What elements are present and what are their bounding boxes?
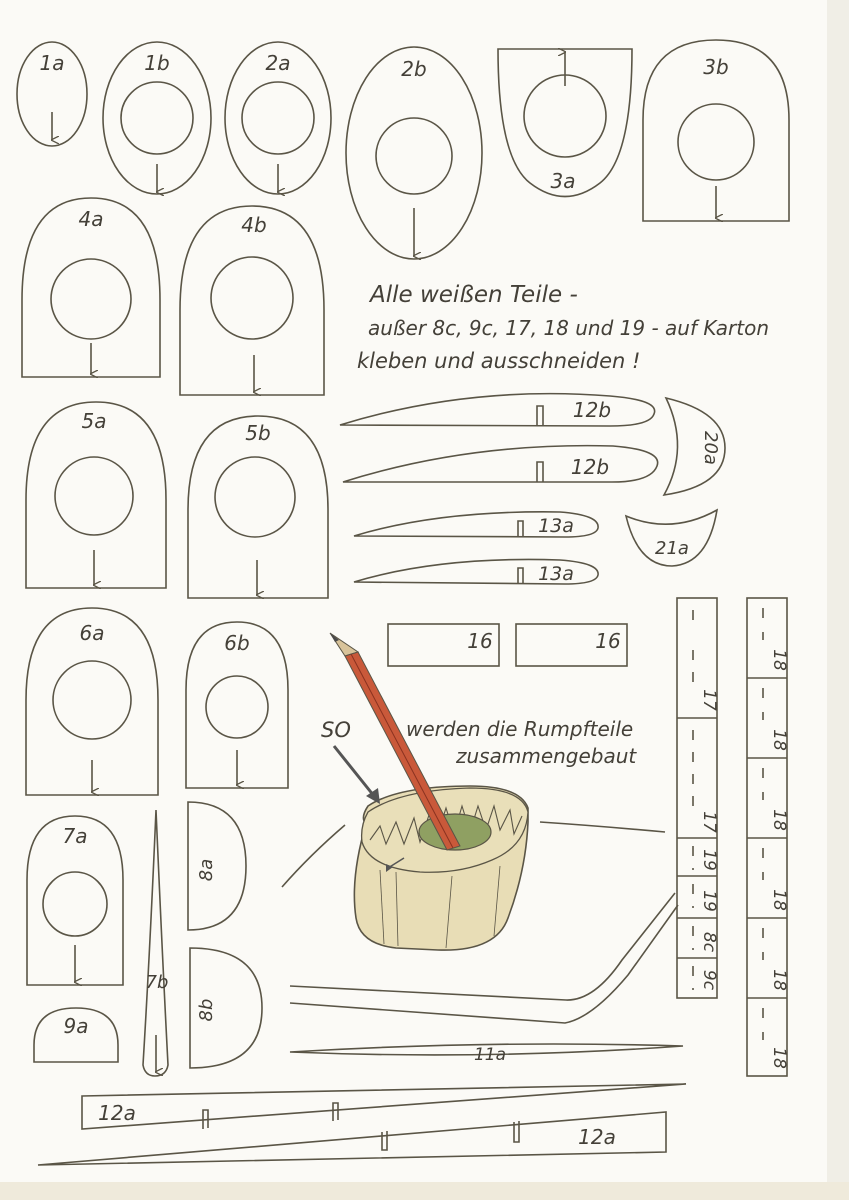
label-12b-top: 12b [573,398,611,422]
caption-line-2: zusammengebaut [455,744,637,768]
caption-line-1: werden die Rumpfteile [406,717,633,741]
assembly-illustration [329,632,529,951]
part-base-plate [281,821,679,1024]
strip-right-label-1: 18 [769,649,789,671]
label-8b: 8b [196,999,217,1022]
label-1a: 1a [40,51,65,75]
strip-left-label-3: 19 [699,849,719,871]
label-1b: 1b [144,51,169,75]
part-5b: 5b [187,415,329,598]
part-12a-top: 12a [81,1083,687,1130]
part-20a: 20a [662,396,726,497]
strip-left-label-6: 9c [699,970,719,991]
part-4b: 4b [179,205,325,395]
label-4a: 4a [79,207,104,231]
label-12a-top: 12a [98,1101,136,1125]
part-7a: 7a [26,815,124,985]
label-7a: 7a [63,824,88,848]
part-16-right: 16 [515,623,628,667]
part-1b: 1b [102,41,212,194]
strip-left-label-1: 17 [699,689,719,711]
label-13a-top: 13a [538,515,574,537]
sheet-bottom-margin [0,1182,849,1200]
strip-right-label-3: 18 [769,809,789,831]
label-4b: 4b [241,213,266,237]
part-9a: 9a [33,1007,119,1063]
part-8b: 8b [189,947,263,1069]
instruction-line-1: Alle weißen Teile - [368,282,578,308]
strip-right: 18 18 18 18 18 18 [746,597,789,1077]
label-13a-bottom: 13a [538,563,574,585]
part-7b: 7b [142,809,169,1077]
label-6a: 6a [80,621,105,645]
label-2a: 2a [266,51,291,75]
label-2b: 2b [401,57,426,81]
label-12a-bottom: 12a [578,1125,616,1149]
label-5a: 5a [82,409,107,433]
label-7b: 7b [146,972,169,993]
strip-left-label-2: 17 [699,811,719,833]
label-5b: 5b [245,421,270,445]
part-3a: 3a [497,49,633,198]
part-6a: 6a [25,607,159,795]
part-12b-top: 12b [339,392,656,427]
part-11a: 11a [289,1043,684,1065]
label-16-right: 16 [595,629,620,653]
part-16-left: 16 [387,623,500,667]
label-6b: 6b [224,631,249,655]
part-6b: 6b [185,621,289,788]
strip-left-label-4: 19 [699,890,719,912]
label-16-left: 16 [467,629,492,653]
strip-right-label-2: 18 [769,729,789,751]
instruction-line-2: außer 8c, 9c, 17, 18 und 19 - auf Karton [368,316,769,340]
pencil-icon [329,632,461,851]
caption-so: SO [321,718,351,742]
part-4a: 4a [21,197,161,377]
part-8a: 8a [187,801,247,931]
strip-right-label-4: 18 [769,889,789,911]
part-12b-bottom: 12b [342,444,659,483]
part-13a-top: 13a [353,511,599,538]
label-8a: 8a [196,859,217,881]
label-3a: 3a [551,169,576,193]
part-12a-bottom: 12a [37,1111,667,1166]
sheet-right-margin [827,0,849,1200]
part-5a: 5a [25,401,167,588]
label-12b-bottom: 12b [571,455,609,479]
part-2b: 2b [345,46,483,259]
strip-right-label-6: 18 [769,1047,789,1069]
label-21a: 21a [655,538,689,559]
part-3b: 3b [642,39,790,221]
strip-left-label-5: 8c [699,932,719,953]
label-9a: 9a [64,1014,89,1038]
part-1a: 1a [16,41,88,147]
strip-left: 17 17 19 19 8c 9c [676,597,719,999]
label-20a: 20a [700,431,721,465]
part-13a-bottom: 13a [353,558,599,585]
label-3b: 3b [703,55,728,79]
part-21a: 21a [624,508,719,567]
label-11a: 11a [474,1045,506,1065]
instruction-line-3: kleben und ausschneiden ! [357,349,640,373]
part-2a: 2a [224,41,332,194]
strip-right-label-5: 18 [769,969,789,991]
